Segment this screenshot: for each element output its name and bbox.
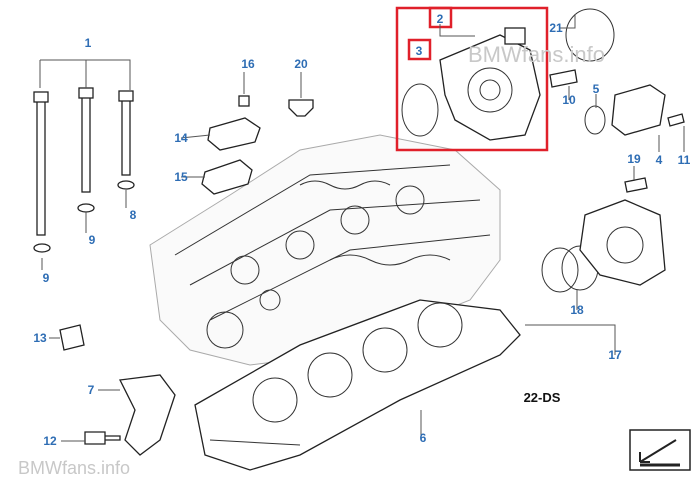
sealing-plug <box>59 324 85 351</box>
head-bolts <box>33 59 134 236</box>
gasket-plate <box>201 159 253 195</box>
timing-cover <box>579 199 666 286</box>
callout-5[interactable]: 5 <box>593 82 600 96</box>
seal-ring <box>584 105 606 135</box>
head-gasket <box>194 299 521 471</box>
watermark-top: BMWfans.info <box>468 42 605 67</box>
callout-21[interactable]: 21 <box>549 21 563 35</box>
cover-plate <box>207 117 261 151</box>
callout-20[interactable]: 20 <box>294 57 308 71</box>
diagram-code: 22-DS <box>524 390 561 405</box>
bolt-19 <box>624 177 648 193</box>
callout-10[interactable]: 10 <box>562 93 576 107</box>
callout-4[interactable]: 4 <box>656 153 663 167</box>
callout-16[interactable]: 16 <box>241 57 255 71</box>
highlight-box-label-3 <box>407 38 432 61</box>
callout-19[interactable]: 19 <box>627 152 641 166</box>
leader-lines <box>41 14 685 442</box>
vacuum-pump <box>401 27 541 141</box>
callout-18[interactable]: 18 <box>570 303 584 317</box>
washer <box>77 203 95 213</box>
callout-3[interactable]: 3 <box>416 44 423 58</box>
callout-9b[interactable]: 9 <box>43 271 50 285</box>
callout-7[interactable]: 7 <box>88 383 95 397</box>
washer <box>117 180 135 190</box>
callout-8[interactable]: 8 <box>130 208 137 222</box>
highlight-box-pump <box>395 6 549 152</box>
callout-11[interactable]: 11 <box>678 153 691 167</box>
callout-15[interactable]: 15 <box>174 170 188 184</box>
callout-9a[interactable]: 9 <box>89 233 96 247</box>
callout-12[interactable]: 12 <box>43 434 57 448</box>
bracket <box>119 374 176 456</box>
bolt <box>84 431 121 445</box>
screw-plug <box>288 99 314 117</box>
watermark-bottom: BMWfans.info <box>18 458 130 478</box>
callout-6[interactable]: 6 <box>420 431 427 445</box>
gasket-ring-a <box>541 247 579 293</box>
navigate-arrow-icon[interactable] <box>629 429 691 471</box>
o-ring <box>401 83 439 137</box>
callout-2[interactable]: 2 <box>437 12 444 26</box>
pump-bolt <box>549 69 578 88</box>
callout-14[interactable]: 14 <box>174 131 188 145</box>
o-ring-large <box>565 8 615 62</box>
callouts: 1 2 3 4 5 6 7 8 9 9 10 11 12 13 14 15 16… <box>33 12 690 448</box>
housing <box>611 84 666 136</box>
bolt-11 <box>667 113 685 127</box>
nut <box>238 95 250 107</box>
callout-17[interactable]: 17 <box>608 348 622 362</box>
washer <box>33 243 51 253</box>
callout-1[interactable]: 1 <box>85 36 92 50</box>
callout-13[interactable]: 13 <box>33 331 47 345</box>
